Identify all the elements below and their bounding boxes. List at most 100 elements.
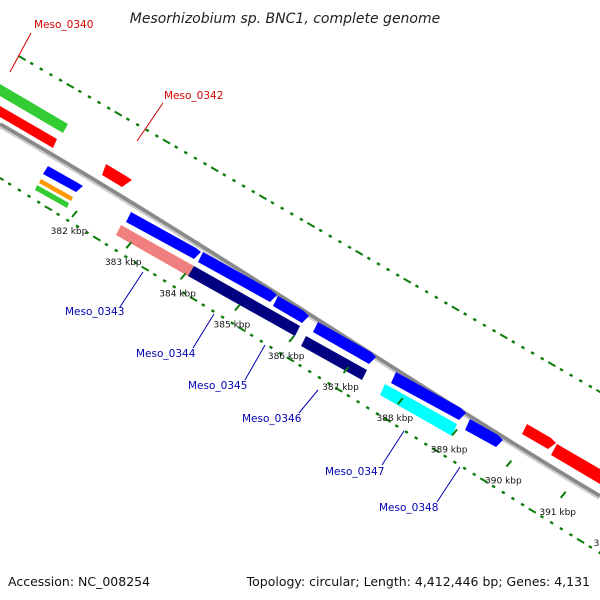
outer-ring-tick bbox=[385, 267, 391, 272]
inner-ring-tick bbox=[220, 315, 225, 319]
outer-ring-tick bbox=[135, 122, 140, 127]
inner-ring-tick bbox=[326, 381, 332, 386]
outer-ring-tick bbox=[39, 67, 44, 72]
inner-ring-tick bbox=[141, 265, 150, 272]
gene-label-meso-0344[interactable]: Meso_0344 bbox=[136, 348, 196, 360]
inner-ring-tick bbox=[249, 333, 254, 338]
scale-tick bbox=[71, 210, 78, 218]
gene-label-meso-0348[interactable]: Meso_0348 bbox=[379, 502, 438, 514]
inner-ring-tick bbox=[92, 235, 101, 242]
inner-ring-tick bbox=[588, 545, 593, 549]
gene-feature-red-outer-2[interactable] bbox=[522, 424, 556, 449]
inner-ring-tick bbox=[17, 188, 22, 192]
outer-ring-tick bbox=[395, 273, 400, 277]
outer-ring-tick bbox=[328, 234, 333, 239]
gene-feature-blue-4[interactable] bbox=[313, 322, 376, 364]
inner-ring-tick bbox=[172, 284, 177, 289]
scale-label: 383 kbp bbox=[105, 258, 142, 268]
inner-ring-tick bbox=[317, 375, 322, 380]
outer-ring-tick bbox=[414, 284, 420, 289]
outer-ring-tick bbox=[451, 305, 460, 312]
outer-ring-tick bbox=[299, 217, 304, 222]
gene-meso-0348-feature[interactable] bbox=[465, 419, 503, 447]
gene-label-meso-0345[interactable]: Meso_0345 bbox=[188, 380, 247, 392]
gene-feature-red-outer-3[interactable] bbox=[551, 444, 600, 484]
outer-ring-tick bbox=[251, 189, 256, 194]
inner-ring-tick bbox=[528, 507, 537, 514]
scale-tick bbox=[451, 428, 458, 437]
gene-meso-0342-feature[interactable] bbox=[102, 164, 132, 187]
inner-ring-tick bbox=[452, 460, 457, 465]
inner-ring-tick bbox=[259, 339, 264, 344]
outer-ring-tick bbox=[258, 194, 267, 201]
gene-label-meso-0340[interactable]: Meso_0340 bbox=[34, 19, 93, 31]
gene-feature-orange[interactable] bbox=[39, 179, 73, 201]
inner-ring-tick bbox=[65, 218, 70, 223]
tick-rings bbox=[0, 55, 600, 555]
outer-ring-tick bbox=[96, 100, 102, 105]
leader-meso-0340 bbox=[9, 32, 32, 73]
inner-ring-tick bbox=[268, 345, 274, 350]
outer-ring-tick bbox=[424, 289, 429, 294]
outer-ring-tick bbox=[29, 61, 34, 66]
gene-meso-0347-feature[interactable] bbox=[380, 384, 457, 436]
gene-meso-0343-feature[interactable] bbox=[116, 225, 194, 276]
inner-ring-tick bbox=[0, 176, 5, 181]
inner-ring-tick bbox=[539, 514, 544, 519]
inner-ring-tick bbox=[472, 472, 477, 477]
outer-ring-tick bbox=[193, 156, 198, 161]
gene-feature-blue-1[interactable] bbox=[126, 212, 201, 259]
outer-ring-tick bbox=[114, 110, 123, 117]
inner-ring-tick bbox=[152, 272, 157, 277]
outer-ring-tick bbox=[511, 340, 516, 344]
leader-meso-0346 bbox=[298, 389, 319, 414]
gene-label-meso-0346[interactable]: Meso_0346 bbox=[242, 413, 302, 425]
inner-ring-tick bbox=[520, 502, 525, 507]
genome-backbone-line bbox=[0, 122, 600, 498]
inner-ring-tick bbox=[286, 356, 295, 363]
inner-ring-tick bbox=[414, 436, 419, 440]
inner-ring-tick bbox=[123, 254, 128, 259]
gene-feature-blue-3[interactable] bbox=[273, 296, 309, 323]
outer-ring-tick bbox=[154, 134, 159, 138]
outer-ring-tick bbox=[77, 89, 82, 94]
outer-ring-tick bbox=[520, 345, 526, 350]
scale-tick bbox=[397, 397, 404, 405]
gene-feature-blue-small[interactable] bbox=[43, 166, 83, 192]
gene-meso-0346-feature[interactable] bbox=[391, 372, 466, 420]
outer-ring-tick bbox=[210, 166, 219, 173]
outer-ring-tick bbox=[595, 389, 600, 394]
scale-tick bbox=[125, 241, 133, 249]
inner-ring-tick bbox=[298, 363, 302, 368]
outer-ring-tick bbox=[578, 378, 583, 383]
inner-ring-tick bbox=[598, 551, 600, 555]
inner-ring-tick bbox=[75, 224, 80, 229]
outer-ring-tick bbox=[547, 361, 556, 368]
gene-meso-0344-feature[interactable] bbox=[188, 266, 300, 336]
gene-label-meso-0342[interactable]: Meso_0342 bbox=[164, 90, 223, 102]
outer-ring-tick bbox=[270, 200, 275, 205]
inner-ring-tick bbox=[510, 496, 515, 501]
outer-ring-tick bbox=[241, 184, 246, 188]
outer-ring-tick bbox=[434, 295, 439, 300]
inner-ring-tick bbox=[479, 477, 489, 484]
outer-ring-tick bbox=[280, 206, 285, 211]
gene-feature-blue-2[interactable] bbox=[198, 252, 277, 302]
inner-ring-tick bbox=[576, 537, 585, 544]
outer-ring-tick bbox=[499, 333, 508, 340]
outer-ring-tick bbox=[569, 373, 574, 378]
outer-ring-tick bbox=[174, 145, 179, 149]
gene-label-meso-0343[interactable]: Meso_0343 bbox=[65, 306, 124, 318]
gene-meso-0345-feature[interactable] bbox=[301, 336, 367, 380]
inner-ring-tick bbox=[404, 430, 409, 434]
inner-ring-tick bbox=[307, 369, 312, 374]
gene-feature-green-small[interactable] bbox=[35, 185, 69, 208]
gene-meso-0340-feature[interactable] bbox=[0, 84, 68, 133]
inner-ring-tick bbox=[383, 417, 392, 423]
outer-ring-tick bbox=[125, 117, 131, 122]
map-title: Mesorhizobium sp. BNC1, complete genome bbox=[130, 11, 441, 27]
outer-ring-tick bbox=[183, 150, 188, 155]
gene-feature-red-outer-1[interactable] bbox=[0, 106, 57, 148]
gene-label-meso-0347[interactable]: Meso_0347 bbox=[325, 466, 384, 478]
